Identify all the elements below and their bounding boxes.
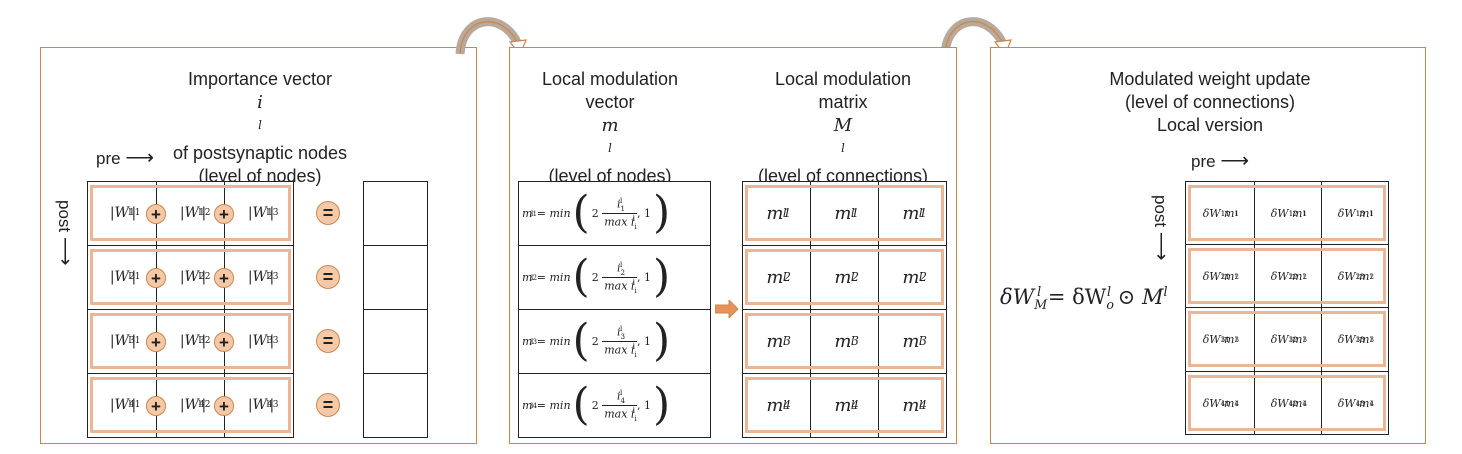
plus-icon: + <box>214 396 234 416</box>
weight-update-row-divider <box>1185 371 1389 372</box>
modulation-row-highlight <box>745 313 944 369</box>
importance-vector-divider <box>363 245 428 246</box>
weight-row-highlight <box>90 185 291 241</box>
modulation-matrix-row-divider <box>742 373 947 374</box>
plus-icon: + <box>146 332 166 352</box>
weight-row-highlight <box>90 249 291 305</box>
weight-row-highlight <box>90 377 291 433</box>
weight-update-row-highlight <box>1188 248 1386 304</box>
modulation-vector-divider <box>518 373 711 374</box>
modulation-matrix-row-divider <box>742 245 947 246</box>
plus-icon: + <box>214 332 234 352</box>
weight-grid-row-divider <box>87 309 294 310</box>
plus-icon: + <box>214 268 234 288</box>
plus-icon: + <box>146 396 166 416</box>
pre-label: pre ⟶ <box>96 147 154 169</box>
weight-update-equation: δWMl = δWol ⊙ Ml <box>1000 284 1168 313</box>
equals-icon: = <box>316 393 340 417</box>
plus-icon: + <box>214 204 234 224</box>
weight-update-row-highlight <box>1188 375 1386 431</box>
weight-update-matrix <box>1185 181 1389 435</box>
weight-update-col-divider <box>1321 181 1322 435</box>
weight-update-row-highlight <box>1188 311 1386 367</box>
weight-grid-row-divider <box>87 245 294 246</box>
modulation-vector-divider <box>518 245 711 246</box>
modulation-row-highlight <box>745 185 944 241</box>
plus-icon: + <box>146 268 166 288</box>
equals-icon: = <box>316 329 340 353</box>
weight-update-row-highlight <box>1188 185 1386 241</box>
pre-label-2: pre ⟶ <box>1191 150 1249 172</box>
block-arrow <box>715 300 739 318</box>
weight-update-row-divider <box>1185 307 1389 308</box>
weight-update-col-divider <box>1254 181 1255 435</box>
importance-vector-divider <box>363 309 428 310</box>
post-label: post ⟶ <box>54 200 76 266</box>
modulation-row-highlight <box>745 249 944 305</box>
equals-icon: = <box>316 265 340 289</box>
post-label-2: post ⟶ <box>1150 195 1172 261</box>
title-line-2: of postsynaptic nodes <box>172 143 348 163</box>
weight-update-row-divider <box>1185 244 1389 245</box>
weight-row-highlight <box>90 313 291 369</box>
equals-icon: = <box>316 201 340 225</box>
modulation-row-highlight <box>745 377 944 433</box>
modulation-matrix-row-divider <box>742 309 947 310</box>
modulation-vector-divider <box>518 309 711 310</box>
title-line-1: Importance vector <box>187 69 333 89</box>
plus-icon: + <box>146 204 166 224</box>
weight-grid-row-divider <box>87 373 294 374</box>
weight-update-title: Modulated weight update (level of connec… <box>1109 69 1311 135</box>
importance-vector-divider <box>363 373 428 374</box>
